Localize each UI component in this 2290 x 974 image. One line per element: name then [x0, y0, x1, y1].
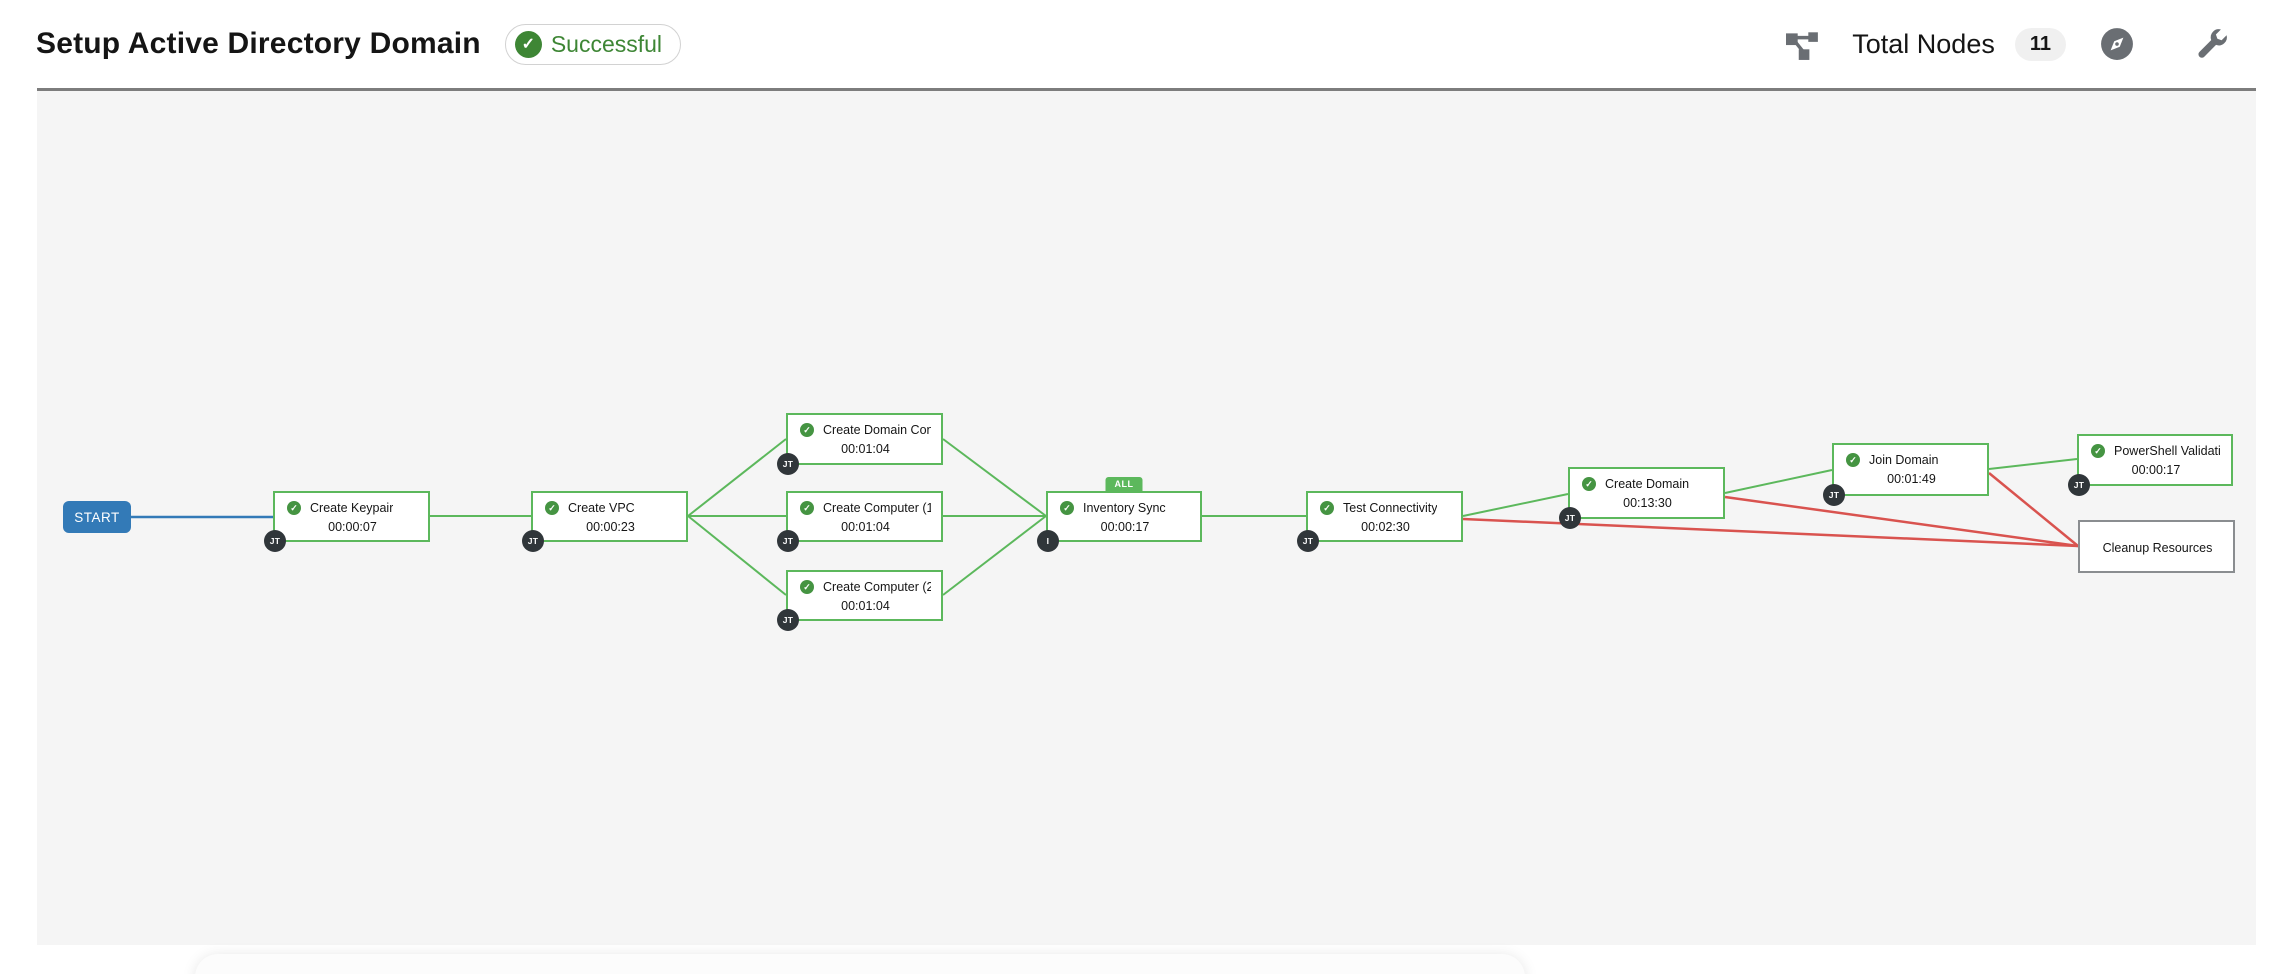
header: Setup Active Directory Domain ✓ Successf…	[0, 0, 2290, 88]
status-badge-label: Successful	[550, 30, 663, 57]
node-label: Create VPC	[568, 501, 635, 515]
compass-icon[interactable]	[2100, 27, 2134, 61]
total-nodes-label: Total Nodes	[1852, 28, 1995, 59]
node-elapsed-time: 00:00:17	[2131, 463, 2181, 477]
node-elapsed-time: 00:01:04	[841, 442, 890, 456]
workflow-node-powershell-validation[interactable]: PowerShell Validation 00:00:17 JT	[2068, 434, 2233, 496]
inventory-source-badge: I	[1037, 530, 1059, 552]
node-elapsed-time: 00:01:04	[841, 599, 890, 613]
check-circle-icon	[1320, 501, 1334, 515]
workflow-node-join-domain[interactable]: Join Domain 00:01:49 JT	[1823, 443, 1989, 506]
check-circle-icon	[1060, 501, 1074, 515]
node-elapsed-time: 00:13:30	[1623, 496, 1672, 510]
job-template-badge: JT	[1823, 484, 1845, 506]
job-template-badge: JT	[1297, 530, 1319, 552]
node-title-row: Create VPC	[545, 501, 676, 515]
workflow-icon	[1786, 32, 1819, 60]
workflow-node-test-connectivity[interactable]: Test Connectivity 00:02:30 JT	[1297, 491, 1463, 552]
check-circle-icon	[800, 423, 814, 437]
workflow-node-cleanup-resources[interactable]: Cleanup Resources	[2078, 520, 2235, 573]
job-template-badge: JT	[777, 609, 799, 631]
check-circle-icon	[287, 501, 301, 515]
node-label: Create Keypair	[310, 501, 394, 515]
node-title-row: Cleanup Resources	[2092, 530, 2223, 565]
total-nodes-count: 11	[2014, 27, 2066, 61]
workflow-node-create-domain[interactable]: Create Domain 00:13:30 JT	[1559, 467, 1725, 529]
node-elapsed-time: 00:00:23	[586, 520, 635, 534]
node-title-row: Create Computer (1)	[800, 501, 931, 515]
node-label: Test Connectivity	[1343, 501, 1438, 515]
node-label: Inventory Sync	[1083, 501, 1166, 515]
node-title-row: PowerShell Validation	[2091, 444, 2221, 458]
status-badge: ✓ Successful	[504, 23, 682, 65]
job-template-badge: JT	[2068, 474, 2090, 496]
workflow-node-create-domain-controller[interactable]: Create Domain Contr... 00:01:04 JT	[777, 413, 943, 475]
workflow-node-create-vpc[interactable]: Create VPC 00:00:23 JT	[522, 491, 688, 552]
job-template-badge: JT	[264, 530, 286, 552]
workflow-node-create-computer-2[interactable]: Create Computer (2) 00:01:04 JT	[777, 570, 943, 631]
check-circle-icon	[545, 501, 559, 515]
node-label: Create Domain Contr...	[823, 423, 931, 437]
workflow-node-create-computer-1[interactable]: Create Computer (1) 00:01:04 JT	[777, 491, 943, 552]
workflow-node-create-keypair[interactable]: Create Keypair 00:00:07 JT	[264, 491, 430, 552]
node-title-row: Inventory Sync	[1060, 501, 1190, 515]
wrench-icon[interactable]	[2196, 28, 2228, 60]
workflow-node-inventory-sync[interactable]: ALL Inventory Sync 00:00:17 I	[1037, 477, 1202, 552]
check-circle-icon	[1582, 477, 1596, 491]
job-template-badge: JT	[777, 453, 799, 475]
header-right: Total Nodes 11	[1786, 0, 2228, 88]
job-template-badge: JT	[1559, 507, 1581, 529]
node-title-row: Test Connectivity	[1320, 501, 1451, 515]
node-elapsed-time: 00:01:04	[841, 520, 890, 534]
node-label: Create Computer (2)	[823, 580, 931, 594]
node-title-row: Join Domain	[1846, 453, 1977, 467]
node-title-row: Create Domain Contr...	[800, 423, 931, 437]
node-label: PowerShell Validation	[2114, 444, 2221, 458]
job-template-badge: JT	[777, 530, 799, 552]
bottom-panel-shadow	[195, 954, 1525, 974]
node-label: Create Domain	[1605, 477, 1690, 491]
convergence-all-badge: ALL	[1105, 477, 1143, 491]
check-circle-icon	[1846, 453, 1860, 467]
node-title-row: Create Keypair	[287, 501, 418, 515]
check-circle-icon	[800, 501, 814, 515]
check-circle-icon	[800, 580, 814, 594]
node-elapsed-time: 00:00:07	[328, 520, 377, 534]
start-node: START	[63, 501, 131, 533]
node-title-row: Create Domain	[1582, 477, 1713, 491]
node-elapsed-time: 00:00:17	[1100, 520, 1150, 534]
node-label: Create Computer (1)	[823, 501, 931, 515]
check-circle-icon	[2091, 444, 2105, 458]
node-elapsed-time: 00:02:30	[1361, 520, 1410, 534]
node-label: Cleanup Resources	[2102, 540, 2213, 555]
node-elapsed-time: 00:01:49	[1887, 472, 1936, 486]
node-title-row: Create Computer (2)	[800, 580, 931, 594]
node-label: Join Domain	[1869, 453, 1939, 467]
job-template-badge: JT	[522, 530, 544, 552]
check-circle-icon: ✓	[514, 30, 542, 58]
page-title: Setup Active Directory Domain	[36, 27, 481, 60]
title-group: Setup Active Directory Domain ✓ Successf…	[36, 0, 682, 88]
